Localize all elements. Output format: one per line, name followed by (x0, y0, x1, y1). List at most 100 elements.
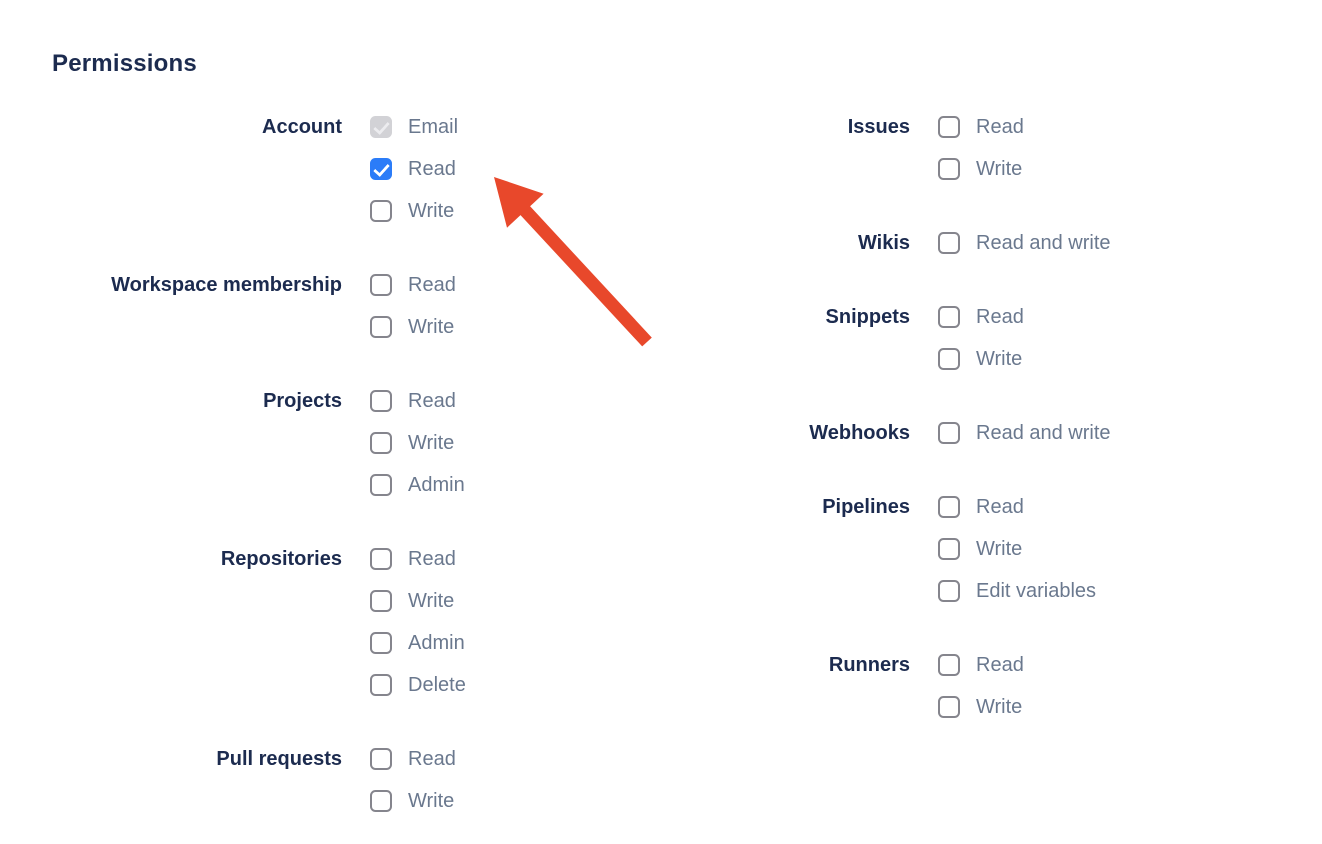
option-label: Write (408, 431, 455, 454)
option-projects-admin[interactable]: Admin (370, 464, 466, 506)
checkbox-repositories-read-unchecked[interactable] (370, 548, 392, 570)
option-workspace-membership-write[interactable]: Write (370, 306, 466, 348)
option-wikis-read-and-write[interactable]: Read and write (938, 222, 1111, 264)
group-label-repositories: Repositories (220, 548, 342, 570)
option-account-write[interactable]: Write (370, 190, 466, 232)
option-label: Read (408, 389, 456, 412)
option-repositories-read[interactable]: Read (370, 538, 466, 580)
option-label: Read (408, 273, 456, 296)
option-pipelines-read[interactable]: Read (938, 486, 1111, 528)
option-label: Admin (408, 473, 465, 496)
option-workspace-membership-read[interactable]: Read (370, 264, 466, 306)
option-list-wikis: Read and write (938, 222, 1111, 264)
option-repositories-write[interactable]: Write (370, 580, 466, 622)
option-snippets-read[interactable]: Read (938, 296, 1111, 338)
option-webhooks-read-and-write[interactable]: Read and write (938, 412, 1111, 454)
option-label: Email (408, 115, 459, 138)
checkbox-issues-write-unchecked[interactable] (938, 158, 960, 180)
checkbox-runners-write-unchecked[interactable] (938, 696, 960, 718)
group-label-pull-requests: Pull requests (216, 748, 342, 770)
group-label-webhooks: Webhooks (809, 422, 910, 444)
permission-group-wikis: Wikis Read and write (750, 222, 1111, 264)
checkbox-workspace-membership-read-unchecked[interactable] (370, 274, 392, 296)
option-pull-requests-write[interactable]: Write (370, 780, 466, 822)
option-label: Admin (408, 631, 465, 654)
option-label: Write (976, 157, 1023, 180)
checkbox-pipelines-edit-variables-unchecked[interactable] (938, 580, 960, 602)
checkbox-issues-read-unchecked[interactable] (938, 116, 960, 138)
option-snippets-write[interactable]: Write (938, 338, 1111, 380)
option-pull-requests-read[interactable]: Read (370, 738, 466, 780)
option-label: Read (976, 653, 1024, 676)
option-repositories-delete[interactable]: Delete (370, 664, 466, 706)
red-arrow-shape (494, 177, 652, 347)
option-list-webhooks: Read and write (938, 412, 1111, 454)
group-label-wikis: Wikis (857, 232, 910, 254)
checkbox-snippets-read-unchecked[interactable] (938, 306, 960, 328)
group-label-snippets: Snippets (825, 306, 910, 328)
option-label: Write (976, 695, 1023, 718)
option-runners-write[interactable]: Write (938, 686, 1111, 728)
checkbox-projects-write-unchecked[interactable] (370, 432, 392, 454)
checkbox-pipelines-read-unchecked[interactable] (938, 496, 960, 518)
group-label-issues: Issues (847, 116, 910, 138)
option-label: Edit variables (976, 579, 1097, 602)
checkbox-webhooks-read-and-write-unchecked[interactable] (938, 422, 960, 444)
option-account-email[interactable]: Email (370, 106, 466, 148)
checkbox-account-read-checked[interactable] (370, 158, 392, 180)
checkbox-runners-read-unchecked[interactable] (938, 654, 960, 676)
option-projects-write[interactable]: Write (370, 422, 466, 464)
option-runners-read[interactable]: Read (938, 644, 1111, 686)
option-label: Read (408, 547, 456, 570)
checkbox-pull-requests-read-unchecked[interactable] (370, 748, 392, 770)
checkbox-account-write-unchecked[interactable] (370, 200, 392, 222)
checkbox-workspace-membership-write-unchecked[interactable] (370, 316, 392, 338)
option-pipelines-write[interactable]: Write (938, 528, 1111, 570)
option-issues-read[interactable]: Read (938, 106, 1111, 148)
group-label-pipelines: Pipelines (822, 496, 910, 518)
option-issues-write[interactable]: Write (938, 148, 1111, 190)
option-label: Read (976, 495, 1024, 518)
group-label-account: Account (262, 116, 342, 138)
checkbox-wikis-read-and-write-unchecked[interactable] (938, 232, 960, 254)
option-projects-read[interactable]: Read (370, 380, 466, 422)
checkbox-projects-admin-unchecked[interactable] (370, 474, 392, 496)
checkbox-repositories-write-unchecked[interactable] (370, 590, 392, 612)
checkbox-repositories-admin-unchecked[interactable] (370, 632, 392, 654)
option-pipelines-edit-variables[interactable]: Edit variables (938, 570, 1111, 612)
checkbox-pull-requests-write-unchecked[interactable] (370, 790, 392, 812)
group-label-runners: Runners (828, 654, 910, 676)
permission-group-webhooks: Webhooks Read and write (750, 412, 1111, 454)
checkbox-pipelines-write-unchecked[interactable] (938, 538, 960, 560)
checkbox-account-email-checked-disabled[interactable] (370, 116, 392, 138)
checkbox-repositories-delete-unchecked[interactable] (370, 674, 392, 696)
option-label: Delete (408, 673, 466, 696)
option-label: Write (408, 315, 455, 338)
group-label-projects: Projects (263, 390, 342, 412)
option-label: Write (976, 537, 1023, 560)
option-label: Write (976, 347, 1023, 370)
option-label: Write (408, 199, 455, 222)
group-label-workspace-membership: Workspace membership (111, 274, 342, 296)
checkbox-snippets-write-unchecked[interactable] (938, 348, 960, 370)
option-label: Write (408, 789, 455, 812)
option-label: Read and write (976, 231, 1111, 254)
checkbox-projects-read-unchecked[interactable] (370, 390, 392, 412)
option-account-read[interactable]: Read (370, 148, 466, 190)
option-repositories-admin[interactable]: Admin (370, 622, 466, 664)
